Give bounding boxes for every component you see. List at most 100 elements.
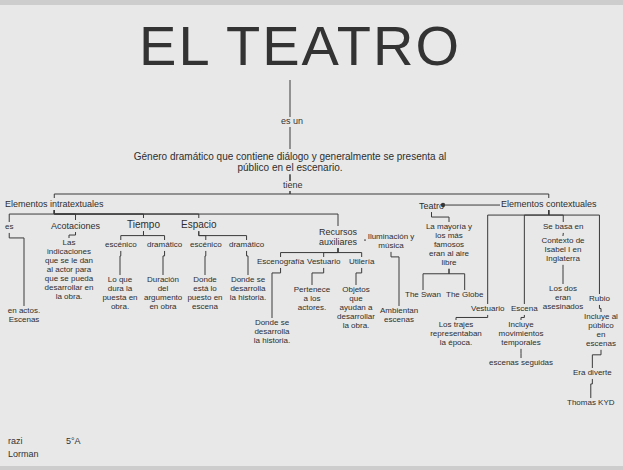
- concept-node: Tiempo: [126, 218, 161, 231]
- concept-node: Espacio: [180, 218, 218, 231]
- note-label: 5°A: [64, 437, 83, 447]
- concept-text: Los dos eran asesinados: [541, 285, 585, 312]
- concept-text: Se basa en: [543, 223, 583, 232]
- connector-line: [592, 350, 601, 368]
- concept-text: Vestuario: [307, 258, 340, 267]
- concept-text: Recursos auxiliares: [313, 227, 363, 247]
- connector-line: [356, 268, 362, 285]
- concept-node: Los trajes representaban la época.: [426, 320, 486, 349]
- concept-text: Donde está lo puesto en escena: [186, 276, 224, 312]
- connector-line: [521, 315, 524, 320]
- concept-node: Rubio: [588, 294, 611, 305]
- concept-node: Lo que dura la puesta en obra.: [100, 275, 140, 313]
- concept-text: Objetos que ayudan a desarrollar la obra…: [337, 286, 375, 331]
- stem-line: [290, 80, 291, 149]
- concept-text: Espacio: [181, 219, 217, 230]
- concept-text: Vestuario: [471, 305, 504, 314]
- connector-line: [312, 268, 324, 285]
- connector-line: [599, 305, 601, 312]
- connector-line: [324, 248, 338, 257]
- concept-text: Thomas KYD: [567, 399, 615, 408]
- concept-node: en actos. Escenas: [4, 306, 44, 326]
- concept-node: Donde está lo puesto en escena: [185, 275, 225, 313]
- concept-node: Recursos auxiliares: [312, 226, 364, 248]
- concept-node: Los dos eran asesinados: [540, 284, 586, 313]
- connector-line: [338, 248, 362, 257]
- concept-node: Ambientan escenas: [379, 306, 419, 326]
- concept-node: Contexto de Isabel I en Inglaterra: [540, 236, 586, 265]
- concept-node: escenas seguidas: [488, 358, 554, 369]
- concept-text: Utilería: [349, 258, 374, 267]
- concept-node: Vestuario: [306, 257, 341, 268]
- connector-line: [290, 174, 549, 198]
- concept-text: dramático: [147, 241, 182, 250]
- connector-line: [54, 174, 290, 198]
- connector-line: [54, 210, 75, 220]
- concept-text: Escenografía: [257, 258, 304, 267]
- connector-line: [549, 210, 563, 222]
- connector-line: [121, 231, 144, 240]
- concept-node: dramático: [228, 240, 265, 251]
- concept-text: Contexto de Isabel I en Inglaterra: [541, 237, 585, 264]
- concept-text: Ambientan escenas: [380, 307, 418, 325]
- concept-node: Escenografía: [256, 257, 305, 268]
- connector-line: [272, 268, 281, 318]
- connector-line: [521, 349, 522, 358]
- connector-line: [281, 248, 338, 257]
- concept-node: Elementos contextuales: [500, 198, 598, 210]
- concept-text: Pertenece a los actores.: [293, 286, 331, 313]
- concept-node: Las indicaciones que se le dan al actor …: [40, 238, 98, 303]
- concept-text: The Globe: [446, 291, 483, 300]
- concept-node: Era diverte: [572, 368, 613, 379]
- concept-text: Las indicaciones que se le dan al actor …: [41, 239, 97, 302]
- concept-node: dramático: [146, 240, 183, 251]
- connector-line: [364, 240, 366, 241]
- concept-node: The Swan: [404, 290, 442, 301]
- concept-text: en actos. Escenas: [5, 307, 43, 325]
- concept-text: Acotaciones: [51, 221, 100, 231]
- connector-line: [205, 251, 207, 275]
- concept-node: Donde se desarrolla la historia.: [228, 275, 268, 304]
- connector-line: [456, 315, 488, 320]
- concept-text: escenas seguidas: [489, 359, 553, 368]
- concept-node: Donde se desarrolla la historia.: [252, 318, 292, 347]
- concept-node: Incluye movimientos temporales: [492, 320, 550, 349]
- concept-text: Donde se desarrolla la historia.: [253, 319, 291, 346]
- title-text: EL TEATRO: [120, 18, 480, 74]
- concept-node: es: [4, 222, 14, 233]
- connector-line: [143, 231, 164, 240]
- concept-text: Rubio: [589, 295, 610, 304]
- concept-text: escénico: [105, 241, 137, 250]
- concept-node: The Globe: [445, 290, 484, 301]
- concept-text: Lo que dura la puesta en obra.: [101, 276, 139, 312]
- concept-node: Acotaciones: [50, 220, 101, 232]
- note-label: Lorman: [6, 450, 41, 460]
- connector-line: [563, 265, 564, 284]
- concept-node: La mayoría y los más famosos eran al air…: [424, 222, 474, 269]
- connector-line: [445, 205, 500, 206]
- connector-line: [591, 379, 593, 398]
- concept-text: Donde se desarrolla la historia.: [229, 276, 267, 303]
- connector-line: [120, 251, 122, 275]
- connector-line: [9, 233, 24, 306]
- connector-line: [9, 210, 54, 222]
- connector-line: [247, 251, 248, 275]
- concept-node: escénico: [104, 240, 138, 251]
- concept-text: Escena: [511, 305, 538, 314]
- concept-text: Los trajes representaban la época.: [427, 321, 485, 348]
- concept-text: Era diverte: [573, 369, 612, 378]
- concept-text: La mayoría y los más famosos eran al air…: [425, 223, 473, 268]
- connector-line: [391, 252, 399, 306]
- connector-line: [199, 231, 247, 240]
- concept-node: escénico: [189, 240, 223, 251]
- concept-node: Vestuario: [470, 304, 505, 315]
- concept-node: Objetos que ayudan a desarrollar la obra…: [336, 285, 376, 332]
- concept-node: Se basa en: [542, 222, 584, 233]
- concept-text: dramático: [229, 241, 264, 250]
- concept-text: Iluminación y música: [367, 233, 415, 251]
- concept-node: Teatro: [418, 200, 445, 212]
- concept-text: Incluye movimientos temporales: [493, 321, 549, 348]
- concept-node: Género dramático que contiene diálogo y …: [125, 150, 455, 174]
- concept-node: Thomas KYD: [566, 398, 616, 409]
- connector-line: [488, 210, 549, 304]
